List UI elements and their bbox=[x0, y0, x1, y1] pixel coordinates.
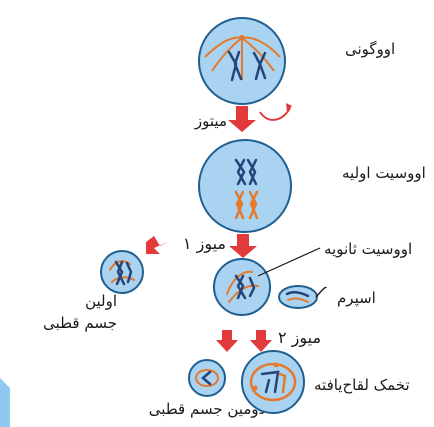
first-polar-body-label-1: اولین bbox=[85, 292, 117, 310]
mitosis-label: میتوز bbox=[194, 112, 227, 130]
zygote-cell bbox=[241, 350, 305, 414]
meiosis2-left-arrow bbox=[216, 330, 238, 352]
oogonium-cell bbox=[198, 17, 286, 105]
edge-tab bbox=[0, 378, 10, 427]
first-polar-body-label-2: جسم قطبی bbox=[43, 314, 117, 332]
meiosis1-label: میوز ۱ bbox=[183, 234, 226, 254]
primary-oocyte-label: اووسیت اولیه bbox=[342, 164, 426, 182]
sperm-label: اسپرم bbox=[337, 289, 376, 308]
secondary-oocyte-cell bbox=[213, 258, 271, 316]
secondary-oocyte-label: اووسیت ثانویه bbox=[324, 240, 412, 258]
meiosis1-left-arrow bbox=[146, 236, 168, 254]
second-polar-body-label: دومین جسم قطبی bbox=[149, 400, 266, 418]
oogonium-label: اووگونی bbox=[345, 40, 395, 58]
return-arrowhead bbox=[286, 103, 292, 112]
secondary-oocyte-pointer bbox=[257, 247, 321, 277]
return-arrow bbox=[259, 107, 291, 121]
first-polar-body-cell bbox=[100, 250, 144, 294]
meiosis2-label: میوز ۲ bbox=[278, 328, 321, 348]
meiosis1-down-arrow bbox=[229, 234, 257, 258]
primary-oocyte-cell bbox=[198, 139, 292, 233]
second-polar-body-cell bbox=[188, 359, 226, 397]
meiosis2-right-arrow bbox=[250, 330, 272, 352]
mitosis-arrow bbox=[228, 106, 256, 132]
sperm-shape bbox=[278, 285, 327, 309]
zygote-label: تخمک لقاح‌یافته bbox=[314, 376, 410, 394]
